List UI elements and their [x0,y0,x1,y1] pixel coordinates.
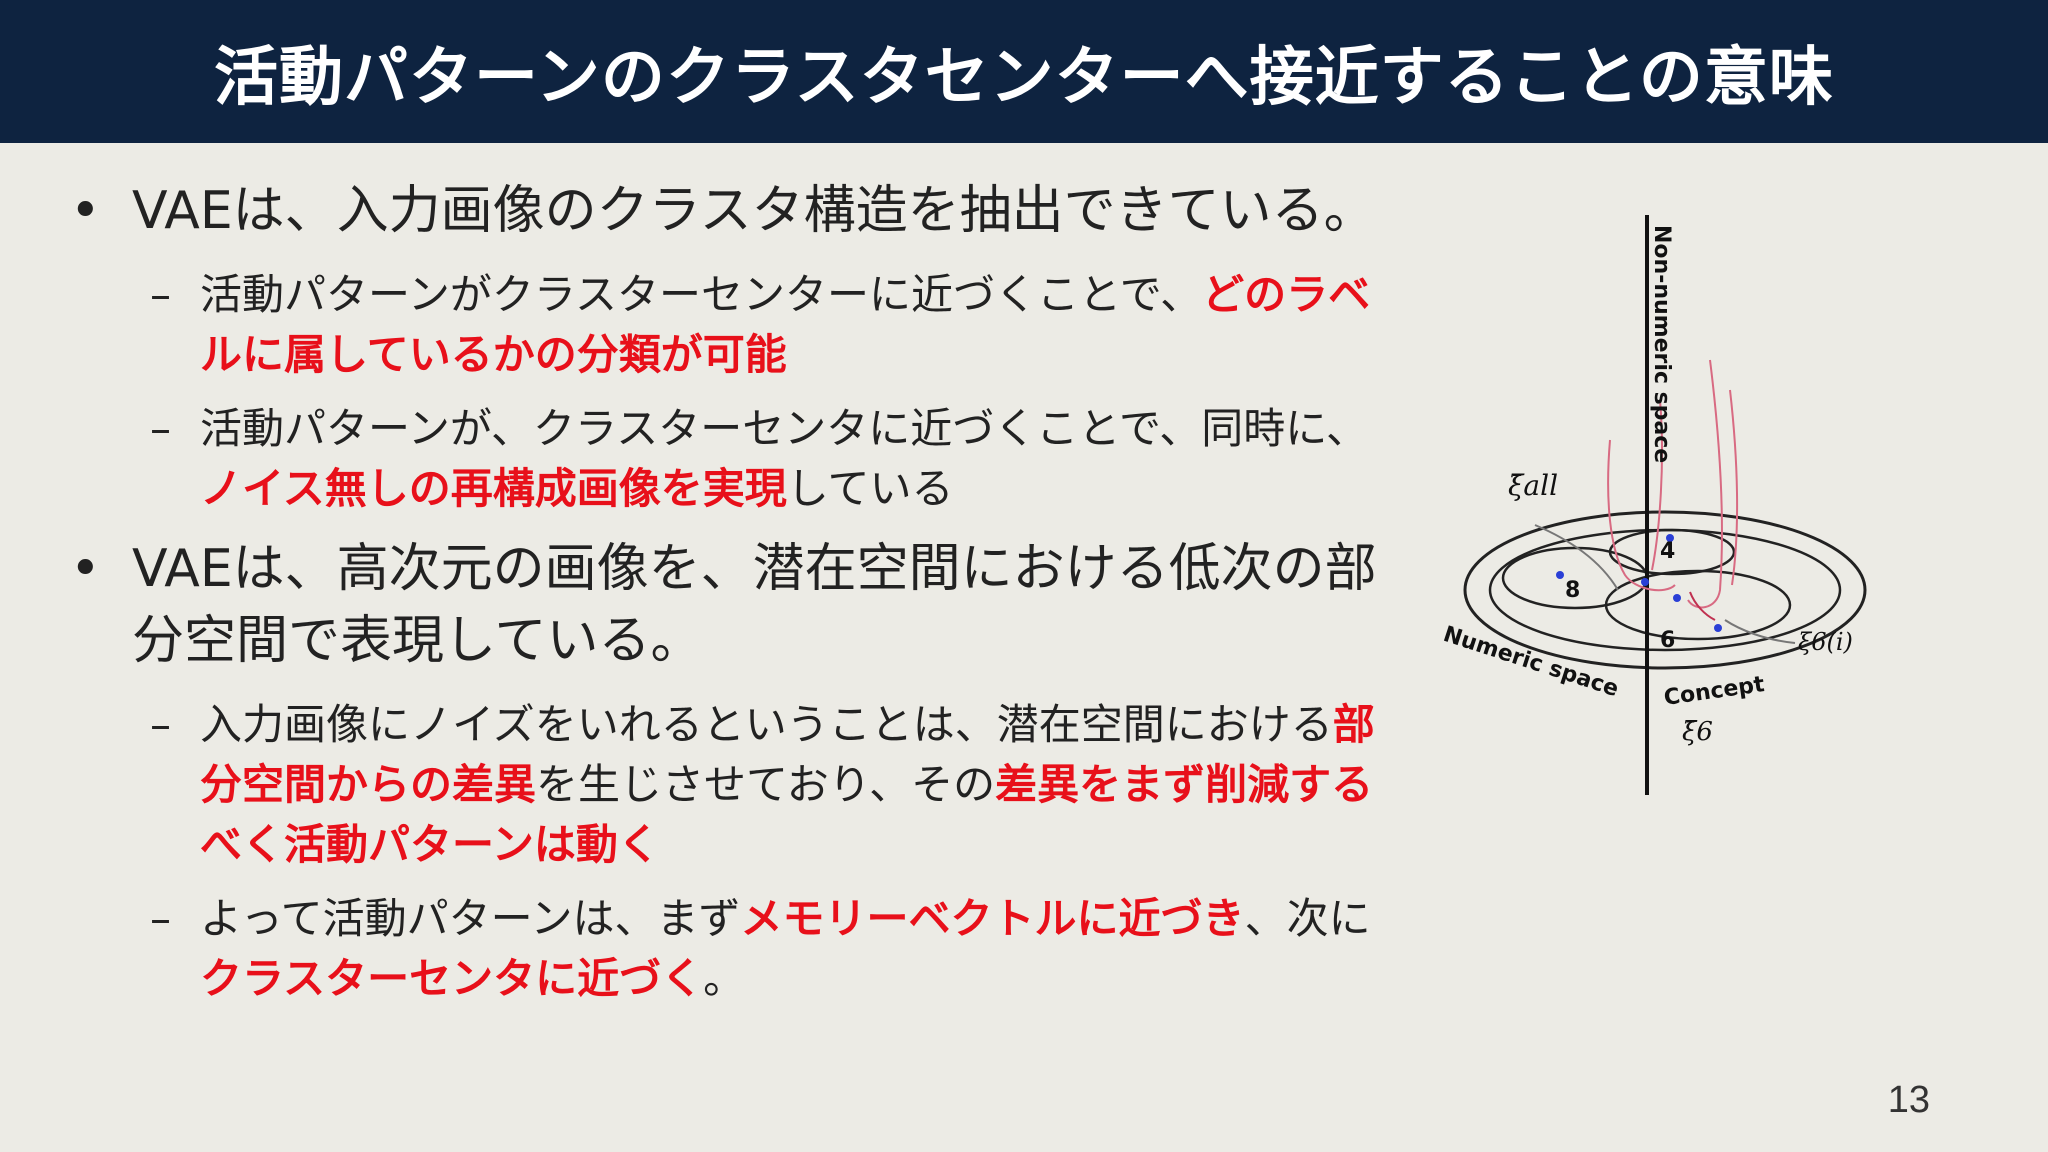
bullet-2: • VAEは、高次元の画像を、潜在空間における低次の部分空間で表現している。 [70,533,1400,677]
sub-1a-highlight: どのラベルに属しているかの分類が可能 [200,270,1371,379]
cluster-4-label: 4 [1660,539,1675,564]
sub-2b-text-2: 、次に [1244,894,1371,943]
sub-bullet-1b: – 活動パターンが、クラスターセンタに近づくことで、同時に、ノイス無しの再構成画… [70,399,1400,519]
xi-6i-label: ξ6(i) [1798,628,1853,656]
cluster-4-circle [1608,528,1736,576]
slide-title: 活動パターンのクラスタセンターへ接近することの意味 [214,40,1834,115]
outer-ellipse [1463,510,1867,670]
sub-2a-text: 入力画像にノイズをいれるということは、潜在空間における [200,700,1333,749]
sub-2b-highlight-2: クラスターセンタに近づく [200,954,704,1003]
sub-2a-highlight-2: 差異をまず削減するべく活動パターンは動く [200,760,1374,869]
xi-all-point [1641,578,1649,586]
xi-6-label: ξ̄6 [1682,717,1713,747]
cluster-6-center [1673,594,1681,602]
bullet-2-text: VAEは、高次元の画像を、潜在空間における低次の部分空間で表現している。 [132,539,1377,671]
dash-marker: – [150,270,171,319]
xi-all-pointer [1534,524,1619,591]
cluster-4-center [1666,534,1674,542]
xi-all-label: ξ̄all [1508,469,1558,502]
sub-2b-text-3: 。 [703,954,746,1003]
xi-6i-pointer [1724,619,1796,644]
concept-space-diagram: 8 4 6 Non-numeric space Numeric space Co… [1440,215,1867,795]
bullet-1-text: VAEは、入力画像のクラスタ構造を抽出できている。 [132,181,1376,241]
trajectory-3 [1687,359,1723,609]
cluster-8-label: 8 [1565,578,1580,603]
sub-bullet-2b: – よって活動パターンは、まずメモリーベクトルに近づき、次にクラスターセンタに近… [70,889,1400,1009]
page-number: 13 [1887,1079,1930,1121]
xi-6i-point [1714,624,1722,632]
sub-2b-highlight: メモリーベクトルに近づき [740,894,1245,943]
dash-marker: – [150,404,171,453]
sub-bullet-2a: – 入力画像にノイズをいれるということは、潜在空間における部分空間からの差異を生… [70,695,1400,875]
dash-marker: – [150,700,171,749]
sub-1a-text: 活動パターンがクラスターセンターに近づくことで、 [200,270,1203,319]
cluster-6-label: 6 [1660,628,1675,653]
cluster-6-circle [1604,569,1792,641]
sub-1b-text: 活動パターンが、クラスターセンタに近づくことで、同時に、 [200,404,1369,453]
bullet-marker: • [70,539,101,599]
trajectory-1 [1607,439,1676,592]
cluster-8-center [1556,571,1564,579]
sub-2b-text: よって活動パターンは、まず [200,894,741,943]
concept-space-figure: 8 4 6 Non-numeric space Numeric space Co… [1420,200,1880,800]
non-numeric-space-label: Non-numeric space [1649,225,1674,463]
concept-label: Concept [1662,672,1766,711]
sub-2a-text-2: を生じさせており、その [536,760,996,809]
trajectory-4 [1729,389,1739,586]
bullet-1: • VAEは、入力画像のクラスタ構造を抽出できている。 [70,175,1400,247]
bullet-marker: • [70,181,101,241]
sub-2a-highlight: 部分空間からの差異 [200,700,1375,809]
sub-bullet-1a: – 活動パターンがクラスターセンターに近づくことで、どのラベルに属しているかの分… [70,265,1400,385]
sub-1b-text-2: している [786,464,954,513]
trajectory-arrow [1689,591,1716,621]
title-bar: 活動パターンのクラスタセンターへ接近することの意味 [0,0,2048,143]
dash-marker: – [150,894,171,943]
trajectory-2 [1651,399,1663,571]
sub-1b-highlight: ノイス無しの再構成画像を実現 [200,464,787,513]
slide-body: • VAEは、入力画像のクラスタ構造を抽出できている。 – 活動パターンがクラス… [70,175,1400,1023]
